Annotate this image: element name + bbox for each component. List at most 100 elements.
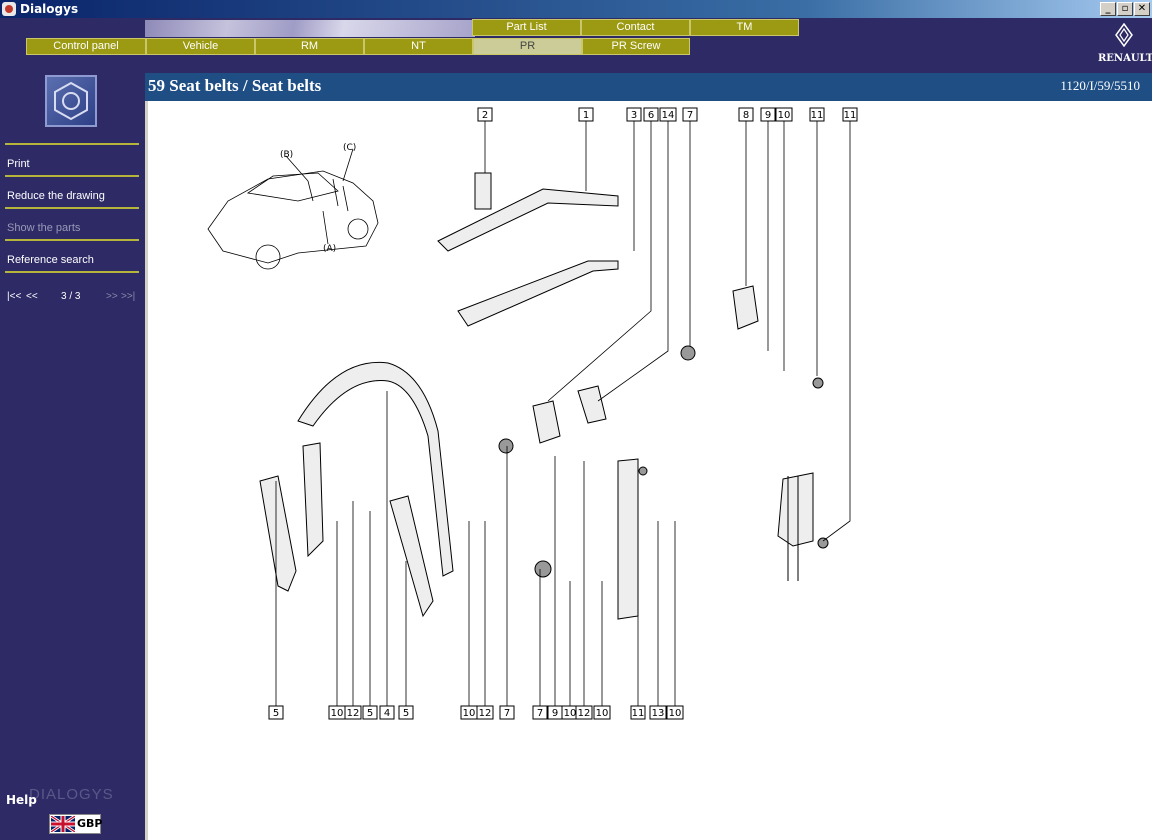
svg-text:12: 12 <box>479 708 492 719</box>
svg-text:11: 11 <box>844 110 857 121</box>
callout-label[interactable]: 13 <box>649 705 667 720</box>
svg-text:5: 5 <box>273 708 279 719</box>
svg-text:10: 10 <box>463 708 476 719</box>
svg-text:4: 4 <box>384 708 390 719</box>
callout-label[interactable]: 4 <box>379 705 395 720</box>
reduce-drawing-menu-item[interactable]: Reduce the drawing <box>7 190 105 202</box>
page-indicator: 3 / 3 <box>61 291 81 302</box>
leader-lines <box>275 121 851 706</box>
svg-text:11: 11 <box>632 708 645 719</box>
tab-pr[interactable]: PR <box>473 38 582 55</box>
svg-text:10: 10 <box>564 708 577 719</box>
callout-label[interactable]: 7 <box>532 705 548 720</box>
svg-text:13: 13 <box>652 708 665 719</box>
svg-text:10: 10 <box>596 708 609 719</box>
menu-separator <box>5 207 139 209</box>
svg-text:5: 5 <box>403 708 409 719</box>
svg-text:7: 7 <box>687 110 693 121</box>
page-title: 59 Seat belts / Seat belts <box>148 76 322 95</box>
callout-label[interactable]: 9 <box>547 705 563 720</box>
callout-label[interactable]: 9 <box>760 107 776 122</box>
callout-label[interactable]: 12 <box>476 705 494 720</box>
callout-label[interactable]: 12 <box>575 705 593 720</box>
callout-label[interactable]: 10 <box>593 705 611 720</box>
renault-logo: RENAULT <box>1098 22 1152 71</box>
tab-nt[interactable]: NT <box>364 38 473 55</box>
tab-vehicle[interactable]: Vehicle <box>146 38 255 55</box>
section-logo <box>45 75 97 127</box>
menu-separator <box>5 143 139 145</box>
callout-label[interactable]: 5 <box>398 705 414 720</box>
svg-text:8: 8 <box>743 110 749 121</box>
svg-text:10: 10 <box>669 708 682 719</box>
callout-label[interactable]: 10 <box>666 705 684 720</box>
menu-separator <box>5 271 139 273</box>
minimize-button[interactable]: _ <box>1100 2 1116 16</box>
callout-label[interactable]: 10 <box>328 705 346 720</box>
callout-label[interactable]: 11 <box>842 107 858 122</box>
callout-label[interactable]: 11 <box>809 107 825 122</box>
svg-text:2: 2 <box>482 110 488 121</box>
next-page-button[interactable]: >> <box>106 291 118 302</box>
svg-text:5: 5 <box>367 708 373 719</box>
svg-text:12: 12 <box>578 708 591 719</box>
svg-text:9: 9 <box>552 708 558 719</box>
callout-label[interactable]: 5 <box>362 705 378 720</box>
callout-label[interactable]: 10 <box>460 705 478 720</box>
car-label-c: (C) <box>343 143 356 153</box>
print-menu-item[interactable]: Print <box>7 158 30 170</box>
bottom-callouts: 5 10 12 5 4 5 10 12 7 7 9 10 12 10 11 13… <box>268 705 684 720</box>
main-belt <box>259 361 454 618</box>
tab-control-panel[interactable]: Control panel <box>26 38 146 55</box>
belt-assembly-top <box>437 172 619 327</box>
svg-text:10: 10 <box>331 708 344 719</box>
previous-page-button[interactable]: << <box>26 291 38 302</box>
callout-label[interactable]: 7 <box>682 107 698 122</box>
svg-text:1: 1 <box>583 110 589 121</box>
svg-text:10: 10 <box>778 110 791 121</box>
callout-label[interactable]: 5 <box>268 705 284 720</box>
callout-label[interactable]: 2 <box>477 107 493 122</box>
currency-selector[interactable]: GBP <box>49 814 102 834</box>
anchor-hardware <box>498 285 829 620</box>
tab-contact[interactable]: Contact <box>581 19 690 36</box>
svg-text:12: 12 <box>347 708 360 719</box>
app-header: Part List Contact TM Control panel Vehic… <box>0 18 1152 73</box>
parts-diagram: (B) (C) (A) <box>207 107 858 720</box>
help-link[interactable]: Help <box>6 793 37 807</box>
uk-flag-icon <box>51 816 75 832</box>
page-header: 59 Seat belts / Seat belts 1120/I/59/551… <box>145 73 1152 101</box>
top-callouts: 2 1 3 6 14 7 8 9 10 11 11 <box>477 107 858 122</box>
callout-label[interactable]: 8 <box>738 107 754 122</box>
renault-diamond-icon <box>1115 22 1133 48</box>
car-label-b: (B) <box>280 150 293 160</box>
menu-separator <box>5 239 139 241</box>
callout-label[interactable]: 3 <box>626 107 642 122</box>
sidebar: Print Reduce the drawing Show the parts … <box>0 73 145 840</box>
tab-rm[interactable]: RM <box>255 38 364 55</box>
svg-text:7: 7 <box>504 708 510 719</box>
close-button[interactable]: ✕ <box>1134 2 1150 16</box>
tab-pr-screw[interactable]: PR Screw <box>582 38 690 55</box>
restore-button[interactable]: ▫ <box>1117 2 1133 16</box>
callout-label[interactable]: 12 <box>344 705 362 720</box>
tab-tm[interactable]: TM <box>690 19 799 36</box>
nut-icon <box>54 81 88 121</box>
callout-label[interactable]: 11 <box>630 705 646 720</box>
callout-label[interactable]: 1 <box>578 107 594 122</box>
first-page-button[interactable]: |<< <box>7 291 22 302</box>
car-illustration: (B) (C) (A) <box>207 143 379 270</box>
window-title: Dialogys <box>20 2 79 16</box>
renault-wordmark: RENAULT <box>1098 53 1152 64</box>
drawing-reference: 1120/I/59/5510 <box>1060 78 1140 93</box>
show-parts-menu-item[interactable]: Show the parts <box>7 222 81 234</box>
exploded-drawing[interactable]: (B) (C) (A) <box>145 101 1152 840</box>
callout-label[interactable]: 6 <box>643 107 659 122</box>
reference-search-menu-item[interactable]: Reference search <box>7 254 94 266</box>
callout-label[interactable]: 10 <box>775 107 793 122</box>
tab-part-list[interactable]: Part List <box>472 19 581 36</box>
last-page-button[interactable]: >>| <box>121 291 136 302</box>
callout-label[interactable]: 7 <box>499 705 515 720</box>
callout-label[interactable]: 14 <box>659 107 677 122</box>
svg-text:9: 9 <box>765 110 771 121</box>
